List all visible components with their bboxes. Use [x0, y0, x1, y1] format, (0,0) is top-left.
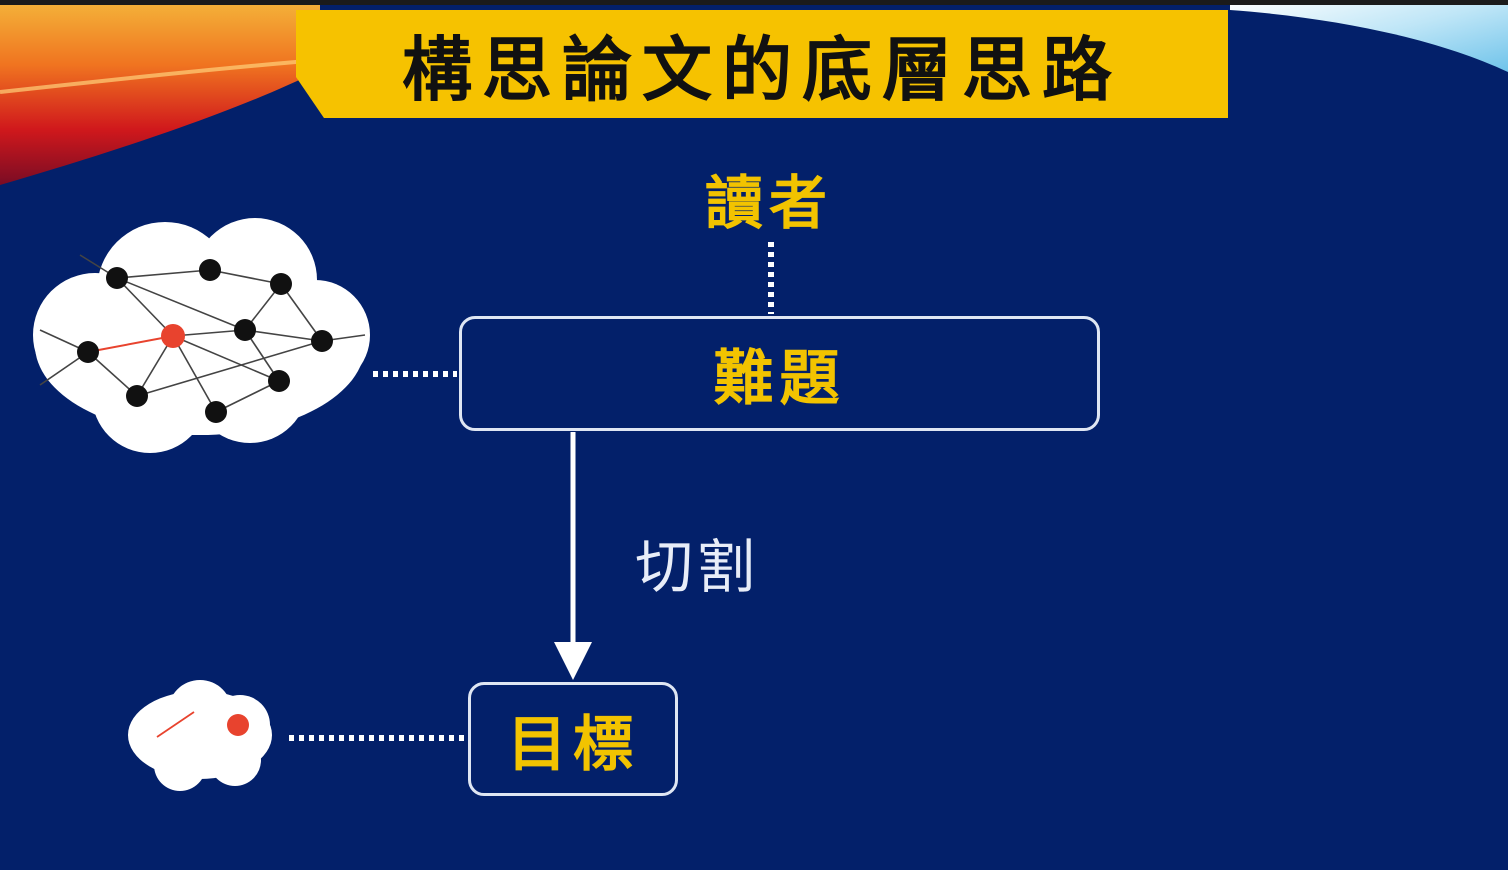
- focused-edge: [156, 711, 195, 738]
- decorative-swoosh: [0, 0, 320, 185]
- problem-box: 難題: [459, 316, 1100, 431]
- network-nodes: [77, 259, 333, 423]
- network-highlight-node: [161, 324, 185, 348]
- decorative-corner: [1230, 0, 1508, 72]
- goal-box: 目標: [468, 682, 678, 796]
- focused-node: [227, 714, 249, 736]
- idea-cloud-small: [128, 680, 272, 791]
- problem-label: 難題: [713, 344, 846, 414]
- title-banner: 構思論文的底層思路: [296, 10, 1228, 118]
- decorative-swoosh-stripe: [0, 58, 321, 94]
- cut-arrow-head: [554, 642, 592, 680]
- goal-label: 目標: [507, 709, 639, 780]
- idea-cloud-large: [33, 218, 370, 453]
- slide-title: 構思論文的底層思路: [402, 28, 1122, 111]
- cut-label: 切割: [635, 533, 760, 601]
- network-highlight-edge: [87, 335, 174, 353]
- reader-label: 讀者: [705, 169, 834, 237]
